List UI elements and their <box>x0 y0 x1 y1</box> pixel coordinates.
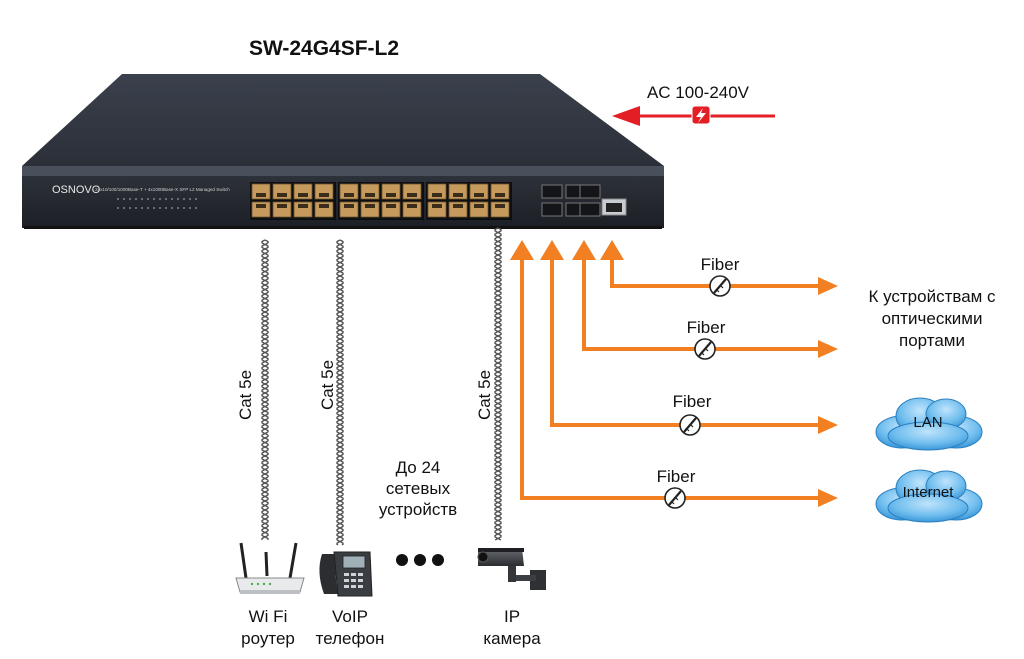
fiber-link-1 <box>600 240 838 295</box>
status-led <box>123 198 125 200</box>
cloud-label-internet: Internet <box>903 484 955 501</box>
status-led <box>141 207 143 209</box>
rj45-port-block <box>250 182 512 220</box>
status-led <box>195 207 197 209</box>
status-led-panel <box>117 198 197 209</box>
status-led <box>159 198 161 200</box>
cable-label-2: Cat 5e <box>318 360 337 410</box>
router-icon <box>235 542 305 594</box>
console-port <box>601 198 627 216</box>
sfp-ports <box>541 184 601 217</box>
switch-title: SW-24G4SF-L2 <box>249 37 399 60</box>
status-led <box>135 207 137 209</box>
power-input: AC 100-240V <box>612 83 775 126</box>
devices-note-line-3: устройств <box>379 500 457 519</box>
status-led <box>171 198 173 200</box>
power-label: AC 100-240V <box>647 83 750 102</box>
device-caption-3-line-2: камера <box>483 629 541 648</box>
fiber-label-2: Fiber <box>687 318 726 337</box>
devices-note-line-1: До 24 <box>396 458 441 477</box>
status-led <box>171 207 173 209</box>
status-led <box>147 207 149 209</box>
fiber-connector-icon <box>679 414 701 436</box>
fiber-link-4 <box>510 240 838 507</box>
device-caption-1-line-1: Wi Fi <box>249 607 288 626</box>
cloud-label-lan: LAN <box>913 414 942 431</box>
optical-devices-line-1: К устройствам с <box>868 287 996 306</box>
phone-icon <box>319 551 373 597</box>
status-led <box>141 198 143 200</box>
fiber-connector-icon <box>709 275 731 297</box>
cloud-icon: LAN <box>875 397 983 451</box>
switch-model-caption: 24x10/100/1000Base-T + 4x1000Base-X SFP … <box>95 187 230 192</box>
cable-label-3: Cat 5e <box>475 370 494 420</box>
status-led <box>129 207 131 209</box>
optical-devices-line-3: портами <box>899 331 965 350</box>
camera-icon <box>477 548 546 590</box>
status-led <box>189 207 191 209</box>
status-led <box>159 207 161 209</box>
status-led <box>117 198 119 200</box>
status-led <box>153 198 155 200</box>
devices-note-line-2: сетевых <box>386 479 451 498</box>
fiber-connector-icon <box>664 487 686 509</box>
status-led <box>195 198 197 200</box>
device-caption-2-line-2: телефон <box>316 629 385 648</box>
status-led <box>153 207 155 209</box>
switch-brand: OSNOVO <box>52 184 101 196</box>
network-switch: OSNOVO 24x10/100/1000Base-T + 4x1000Base… <box>22 74 664 229</box>
status-led <box>147 198 149 200</box>
status-led <box>183 198 185 200</box>
device-caption-3-line-1: IP <box>504 607 520 626</box>
status-led <box>165 207 167 209</box>
device-caption-1-line-2: роутер <box>241 629 295 648</box>
twisted-pair-cable <box>261 239 269 541</box>
status-led <box>177 207 179 209</box>
twisted-pair-cable <box>494 227 502 541</box>
status-led <box>183 207 185 209</box>
device-caption-2-line-1: VoIP <box>332 607 368 626</box>
fiber-link-3 <box>540 240 838 434</box>
status-led <box>129 198 131 200</box>
status-led <box>177 198 179 200</box>
copper-cables <box>261 227 502 546</box>
status-led <box>165 198 167 200</box>
status-led <box>117 207 119 209</box>
fiber-label-3: Fiber <box>673 392 712 411</box>
status-led <box>189 198 191 200</box>
fiber-link-2 <box>572 240 838 358</box>
fiber-connector-icon <box>694 338 716 360</box>
twisted-pair-cable <box>336 239 344 546</box>
cable-label-1: Cat 5e <box>236 370 255 420</box>
status-led <box>135 198 137 200</box>
cloud-icon: Internet <box>875 469 983 523</box>
fiber-label-4: Fiber <box>657 467 696 486</box>
optical-devices-line-2: оптическими <box>882 309 983 328</box>
ellipsis-icon <box>396 554 444 566</box>
fiber-label-1: Fiber <box>701 255 740 274</box>
status-led <box>123 207 125 209</box>
